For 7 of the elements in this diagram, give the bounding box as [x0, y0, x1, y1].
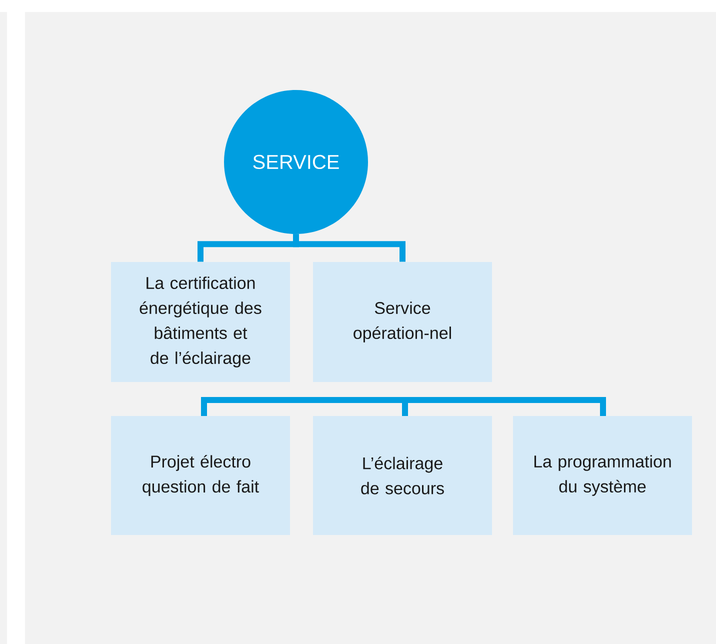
service-box: La programmation du système: [513, 416, 692, 535]
circle-node: SERVICE: [224, 90, 368, 234]
service-box: Projet électro question de fait: [111, 416, 290, 535]
service-box: Service opération-nel: [313, 262, 492, 382]
connector-line: [293, 234, 406, 262]
service-box: La certification énergétique des bâtiments et de l’éclairage: [111, 262, 290, 382]
service-box: L’éclairage de secours: [313, 416, 492, 535]
